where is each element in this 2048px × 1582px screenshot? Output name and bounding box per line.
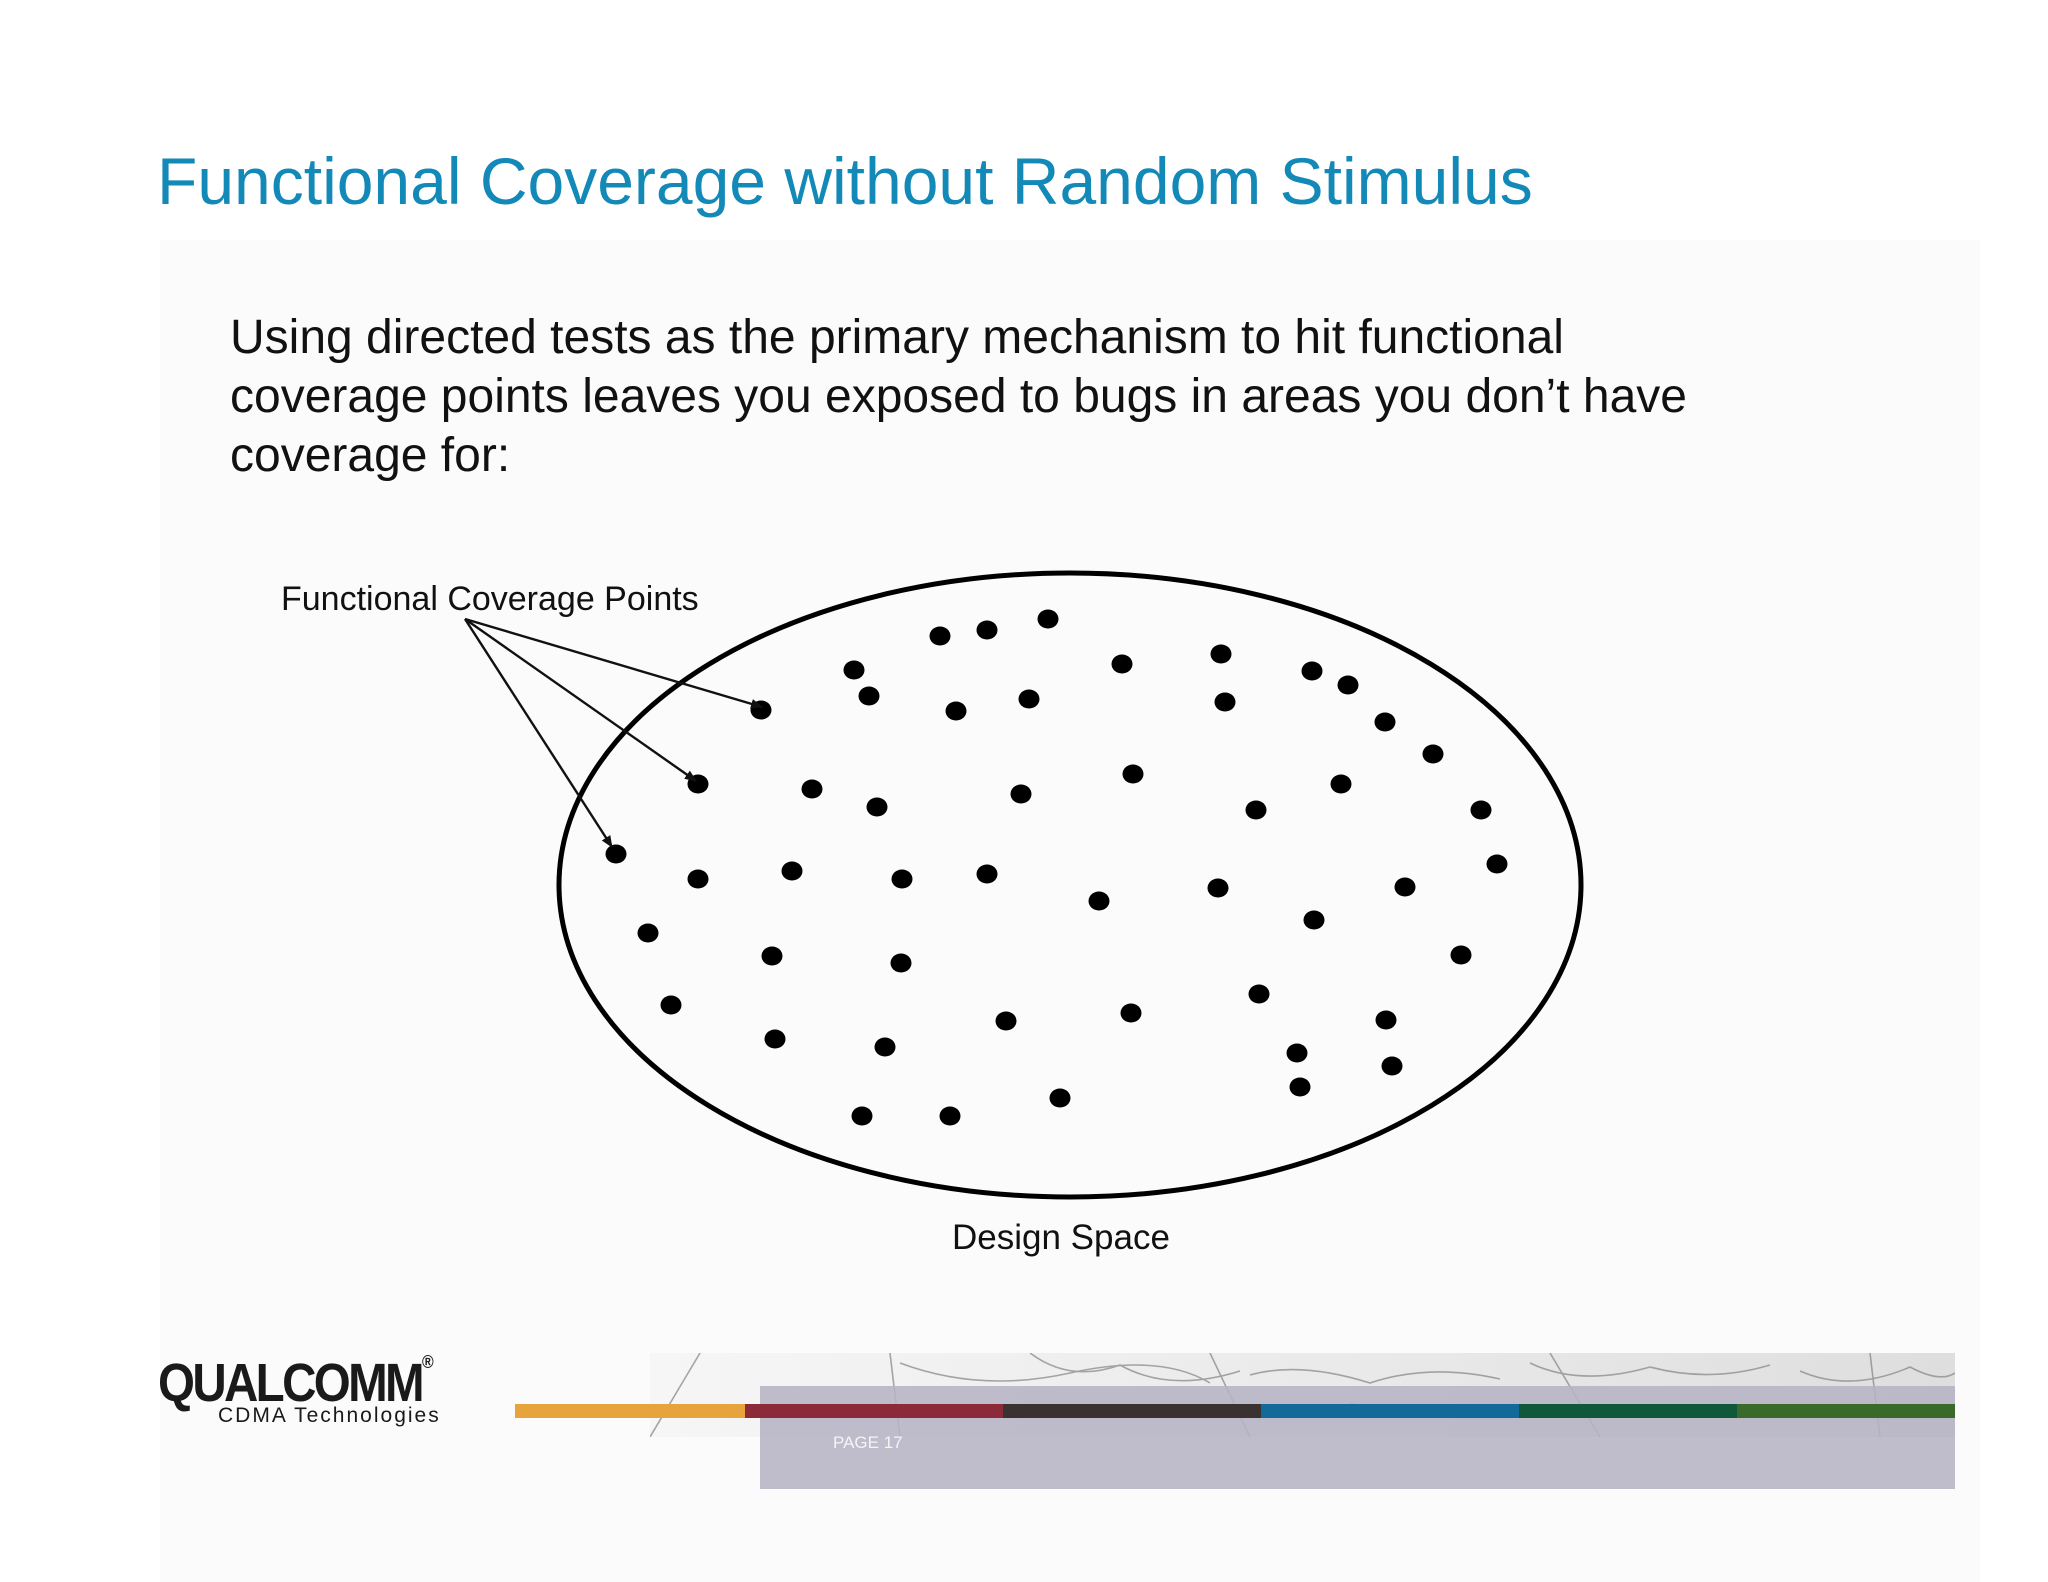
coverage-point [660, 995, 682, 1015]
coverage-point [890, 953, 912, 973]
coverage-point [1330, 774, 1352, 794]
body-line: coverage points leaves you exposed to bu… [230, 370, 1687, 423]
callout-label: Functional Coverage Points [281, 580, 699, 618]
coverage-point [764, 1029, 786, 1049]
coverage-point [866, 797, 888, 817]
callout-arrow [463, 618, 614, 848]
body-line: Using directed tests as the primary mech… [230, 311, 1564, 364]
callout-arrow [464, 618, 697, 782]
coverage-point [1207, 878, 1229, 898]
coverage-point [1010, 784, 1032, 804]
coverage-point [858, 686, 880, 706]
coverage-point [929, 626, 951, 646]
design-space-ellipse [556, 570, 1584, 1200]
slide-title: Functional Coverage without Random Stimu… [157, 144, 1533, 218]
coverage-point [1303, 910, 1325, 930]
coverage-point [843, 660, 865, 680]
body-line: coverage for: [230, 429, 511, 482]
footer-stripe [515, 1404, 745, 1418]
coverage-points [605, 609, 1508, 1126]
coverage-point [1037, 609, 1059, 629]
footer-stripe [1003, 1404, 1261, 1418]
coverage-point [1301, 661, 1323, 681]
diagram-caption: Design Space [952, 1218, 1170, 1257]
coverage-point [1018, 689, 1040, 709]
footer-stripe [1519, 1404, 1737, 1418]
coverage-point [891, 869, 913, 889]
coverage-point [1337, 675, 1359, 695]
coverage-point [1111, 654, 1133, 674]
coverage-point [1422, 744, 1444, 764]
coverage-point [1381, 1056, 1403, 1076]
coverage-point [1214, 692, 1236, 712]
coverage-point [1374, 712, 1396, 732]
coverage-point [976, 864, 998, 884]
coverage-point [1122, 764, 1144, 784]
footer-stripe [1737, 1404, 1955, 1418]
coverage-point [687, 869, 709, 889]
coverage-point [995, 1011, 1017, 1031]
coverage-point [1120, 1003, 1142, 1023]
footer-bar [760, 1386, 1955, 1489]
coverage-point [801, 779, 823, 799]
coverage-point [637, 923, 659, 943]
coverage-point [1470, 800, 1492, 820]
logo-wordmark: QUALCOMM® [158, 1352, 434, 1413]
coverage-point [1248, 984, 1270, 1004]
logo-tagline: CDMA Technologies [218, 1404, 441, 1427]
coverage-point [761, 946, 783, 966]
qualcomm-logo: QUALCOMM® CDMA Technologies [158, 1352, 468, 1432]
coverage-point [851, 1106, 873, 1126]
coverage-point [1450, 945, 1472, 965]
slide-body-text: Using directed tests as the primary mech… [230, 308, 1880, 485]
design-space-diagram [463, 570, 1584, 1200]
coverage-point [1394, 877, 1416, 897]
coverage-point [1486, 854, 1508, 874]
coverage-point [1088, 891, 1110, 911]
coverage-point [1245, 800, 1267, 820]
coverage-point [1210, 644, 1232, 664]
coverage-point [1289, 1077, 1311, 1097]
coverage-point [945, 701, 967, 721]
footer-stripe [745, 1404, 1003, 1418]
page-number: PAGE 17 [833, 1433, 903, 1452]
coverage-point [1049, 1088, 1071, 1108]
coverage-point [605, 844, 627, 864]
coverage-point [874, 1037, 896, 1057]
footer-stripe [1261, 1404, 1519, 1418]
coverage-point [976, 620, 998, 640]
coverage-point [781, 861, 803, 881]
coverage-point [939, 1106, 961, 1126]
callout-arrow [464, 617, 763, 709]
coverage-point [1375, 1010, 1397, 1030]
coverage-point [1286, 1043, 1308, 1063]
